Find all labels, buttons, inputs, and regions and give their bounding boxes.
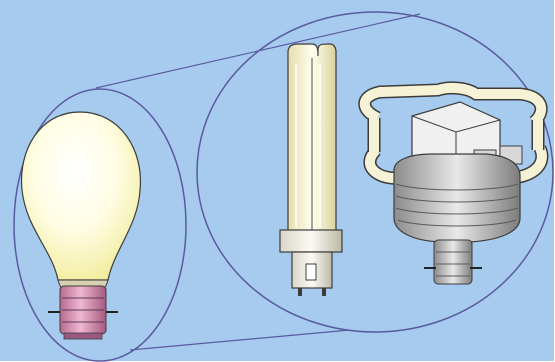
incandescent-bulb-icon bbox=[20, 111, 142, 340]
incandescent-group-outline bbox=[13, 88, 187, 362]
zoom-connector-lines bbox=[95, 13, 421, 351]
fluorescent-group-outline bbox=[196, 11, 554, 333]
2d-fluorescent-lamp-icon bbox=[358, 81, 549, 285]
compact-fluorescent-tube-icon bbox=[279, 43, 343, 296]
